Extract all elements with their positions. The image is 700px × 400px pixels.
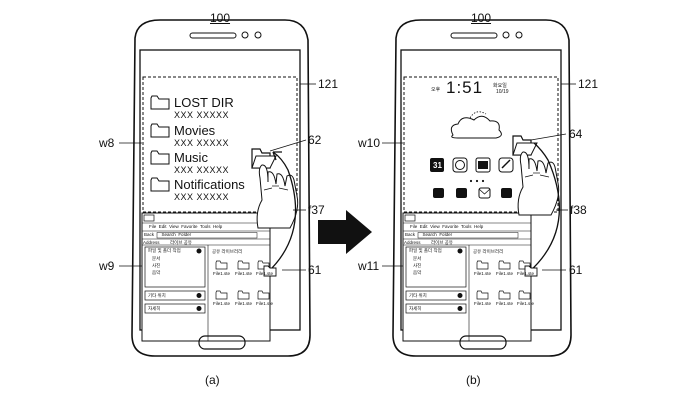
folder-name[interactable]: Music: [174, 150, 208, 165]
file-label[interactable]: File1.ste: [213, 301, 231, 306]
file-label[interactable]: File1.ste: [474, 271, 492, 276]
side-panel-3[interactable]: 자세히: [409, 306, 422, 311]
side-item[interactable]: 음악: [413, 270, 422, 275]
figure-ref-left: 100: [210, 11, 231, 25]
menu-file[interactable]: File: [410, 224, 418, 229]
folder-name[interactable]: Notifications: [174, 177, 245, 192]
contacts-icon: [456, 188, 467, 198]
label-62: 62: [308, 133, 322, 147]
file-label[interactable]: File1.ste: [517, 301, 535, 306]
side-item[interactable]: 문서: [413, 256, 422, 261]
phone-icon: [433, 188, 444, 198]
file-label[interactable]: File1.ste: [235, 271, 253, 276]
weather-cloud-icon: [450, 115, 502, 139]
side-item[interactable]: 사진: [413, 263, 422, 268]
file-label[interactable]: File1.ste: [517, 271, 535, 276]
folder-icon: [150, 177, 170, 192]
calendar-day: 31: [433, 161, 442, 170]
toolbar: Back Search Folder: [405, 232, 452, 237]
file-label[interactable]: File1.ste: [496, 301, 514, 306]
caption-b: (b): [466, 373, 481, 387]
file-label[interactable]: File1.ste: [256, 301, 274, 306]
label-w10: w10: [358, 136, 381, 150]
folder-button[interactable]: Folder: [178, 232, 192, 237]
content-title: 공유 라이브러리: [473, 249, 504, 254]
label-f38: f38: [570, 203, 587, 217]
menu-help[interactable]: Help: [473, 224, 484, 229]
menu-favorite[interactable]: Favorite: [442, 224, 459, 229]
address-value[interactable]: 라이브 공유: [431, 240, 453, 245]
transition-arrow-icon: [318, 210, 372, 254]
right-phone: [382, 19, 576, 357]
address-label: Address: [404, 240, 421, 245]
back-button[interactable]: Back: [144, 232, 155, 237]
side-item[interactable]: 문서: [152, 256, 161, 261]
folder-icon: [150, 150, 170, 165]
folder-icon: [150, 95, 170, 110]
address-value[interactable]: 라이브 공유: [170, 240, 192, 245]
menu-bar: File Edit View Favorite Tools Help: [410, 224, 483, 229]
folder-sub: XXX XXXXX: [174, 110, 230, 120]
date: 10/19: [496, 89, 509, 95]
arrow-icon: [267, 151, 297, 273]
clock-time: 1:51: [446, 78, 484, 97]
label-121-left: 121: [318, 77, 339, 91]
file-label[interactable]: File1.ste: [256, 271, 274, 276]
arrow-icon: [528, 142, 560, 273]
search-button[interactable]: Search: [161, 232, 176, 237]
hand-icon: [517, 151, 560, 216]
folder-icon: [150, 123, 170, 138]
label-w9: w9: [99, 259, 115, 273]
folder-sub: XXX XXXXX: [174, 192, 230, 202]
folder-sub: XXX XXXXX: [174, 138, 230, 148]
folder-button[interactable]: Folder: [439, 232, 453, 237]
ampm: 오후: [431, 87, 441, 93]
side-item[interactable]: 음악: [152, 270, 161, 275]
menu-file[interactable]: File: [149, 224, 157, 229]
toolbar: Back Search Folder: [144, 232, 191, 237]
side-panel-2[interactable]: 기타 위치: [409, 293, 427, 298]
left-phone: [119, 19, 316, 357]
side-panel-title: 파일 및 폴더 작업: [409, 248, 442, 253]
side-item[interactable]: 사진: [152, 263, 161, 268]
menu-tools[interactable]: Tools: [460, 224, 472, 229]
search-button[interactable]: Search: [422, 232, 437, 237]
label-w11: w11: [358, 259, 380, 273]
content-title: 공유 라이브러리: [212, 249, 243, 254]
label-f37: f37: [308, 203, 325, 217]
menu-view[interactable]: View: [430, 224, 440, 229]
label-w8: w8: [99, 136, 115, 150]
file-label[interactable]: File1.ste: [235, 301, 253, 306]
file-label[interactable]: File1.ste: [474, 301, 492, 306]
weekday: 화요일: [493, 83, 507, 89]
hand-icon: [256, 164, 299, 229]
menu-bar: File Edit View Favorite Tools Help: [149, 224, 222, 229]
label-61-left: 61: [308, 263, 322, 277]
caption-a: (a): [205, 373, 220, 387]
address-label: Address: [143, 240, 160, 245]
label-64: 64: [569, 127, 583, 141]
side-panel-2[interactable]: 기타 위치: [148, 293, 166, 298]
folder-name[interactable]: LOST DIR: [174, 95, 234, 110]
messages-icon: [478, 187, 491, 199]
menu-tools[interactable]: Tools: [199, 224, 211, 229]
menu-favorite[interactable]: Favorite: [181, 224, 198, 229]
menu-help[interactable]: Help: [212, 224, 223, 229]
label-61-right: 61: [569, 263, 583, 277]
menu-edit[interactable]: Edit: [158, 224, 167, 229]
folder-sub: XXX XXXXX: [174, 165, 230, 175]
menu-view[interactable]: View: [169, 224, 179, 229]
side-panel-title: 파일 및 폴더 작업: [148, 248, 181, 253]
file-label[interactable]: File1.ste: [213, 271, 231, 276]
menu-edit[interactable]: Edit: [419, 224, 428, 229]
figure-ref-right: 100: [471, 11, 492, 25]
folder-name[interactable]: Movies: [174, 123, 216, 138]
home-icon: [501, 188, 512, 198]
side-panel-3[interactable]: 자세히: [148, 306, 161, 311]
file-label[interactable]: File1.ste: [496, 271, 514, 276]
label-121-right: 121: [578, 77, 599, 91]
back-button[interactable]: Back: [405, 232, 416, 237]
calendar-icon: [430, 158, 444, 172]
